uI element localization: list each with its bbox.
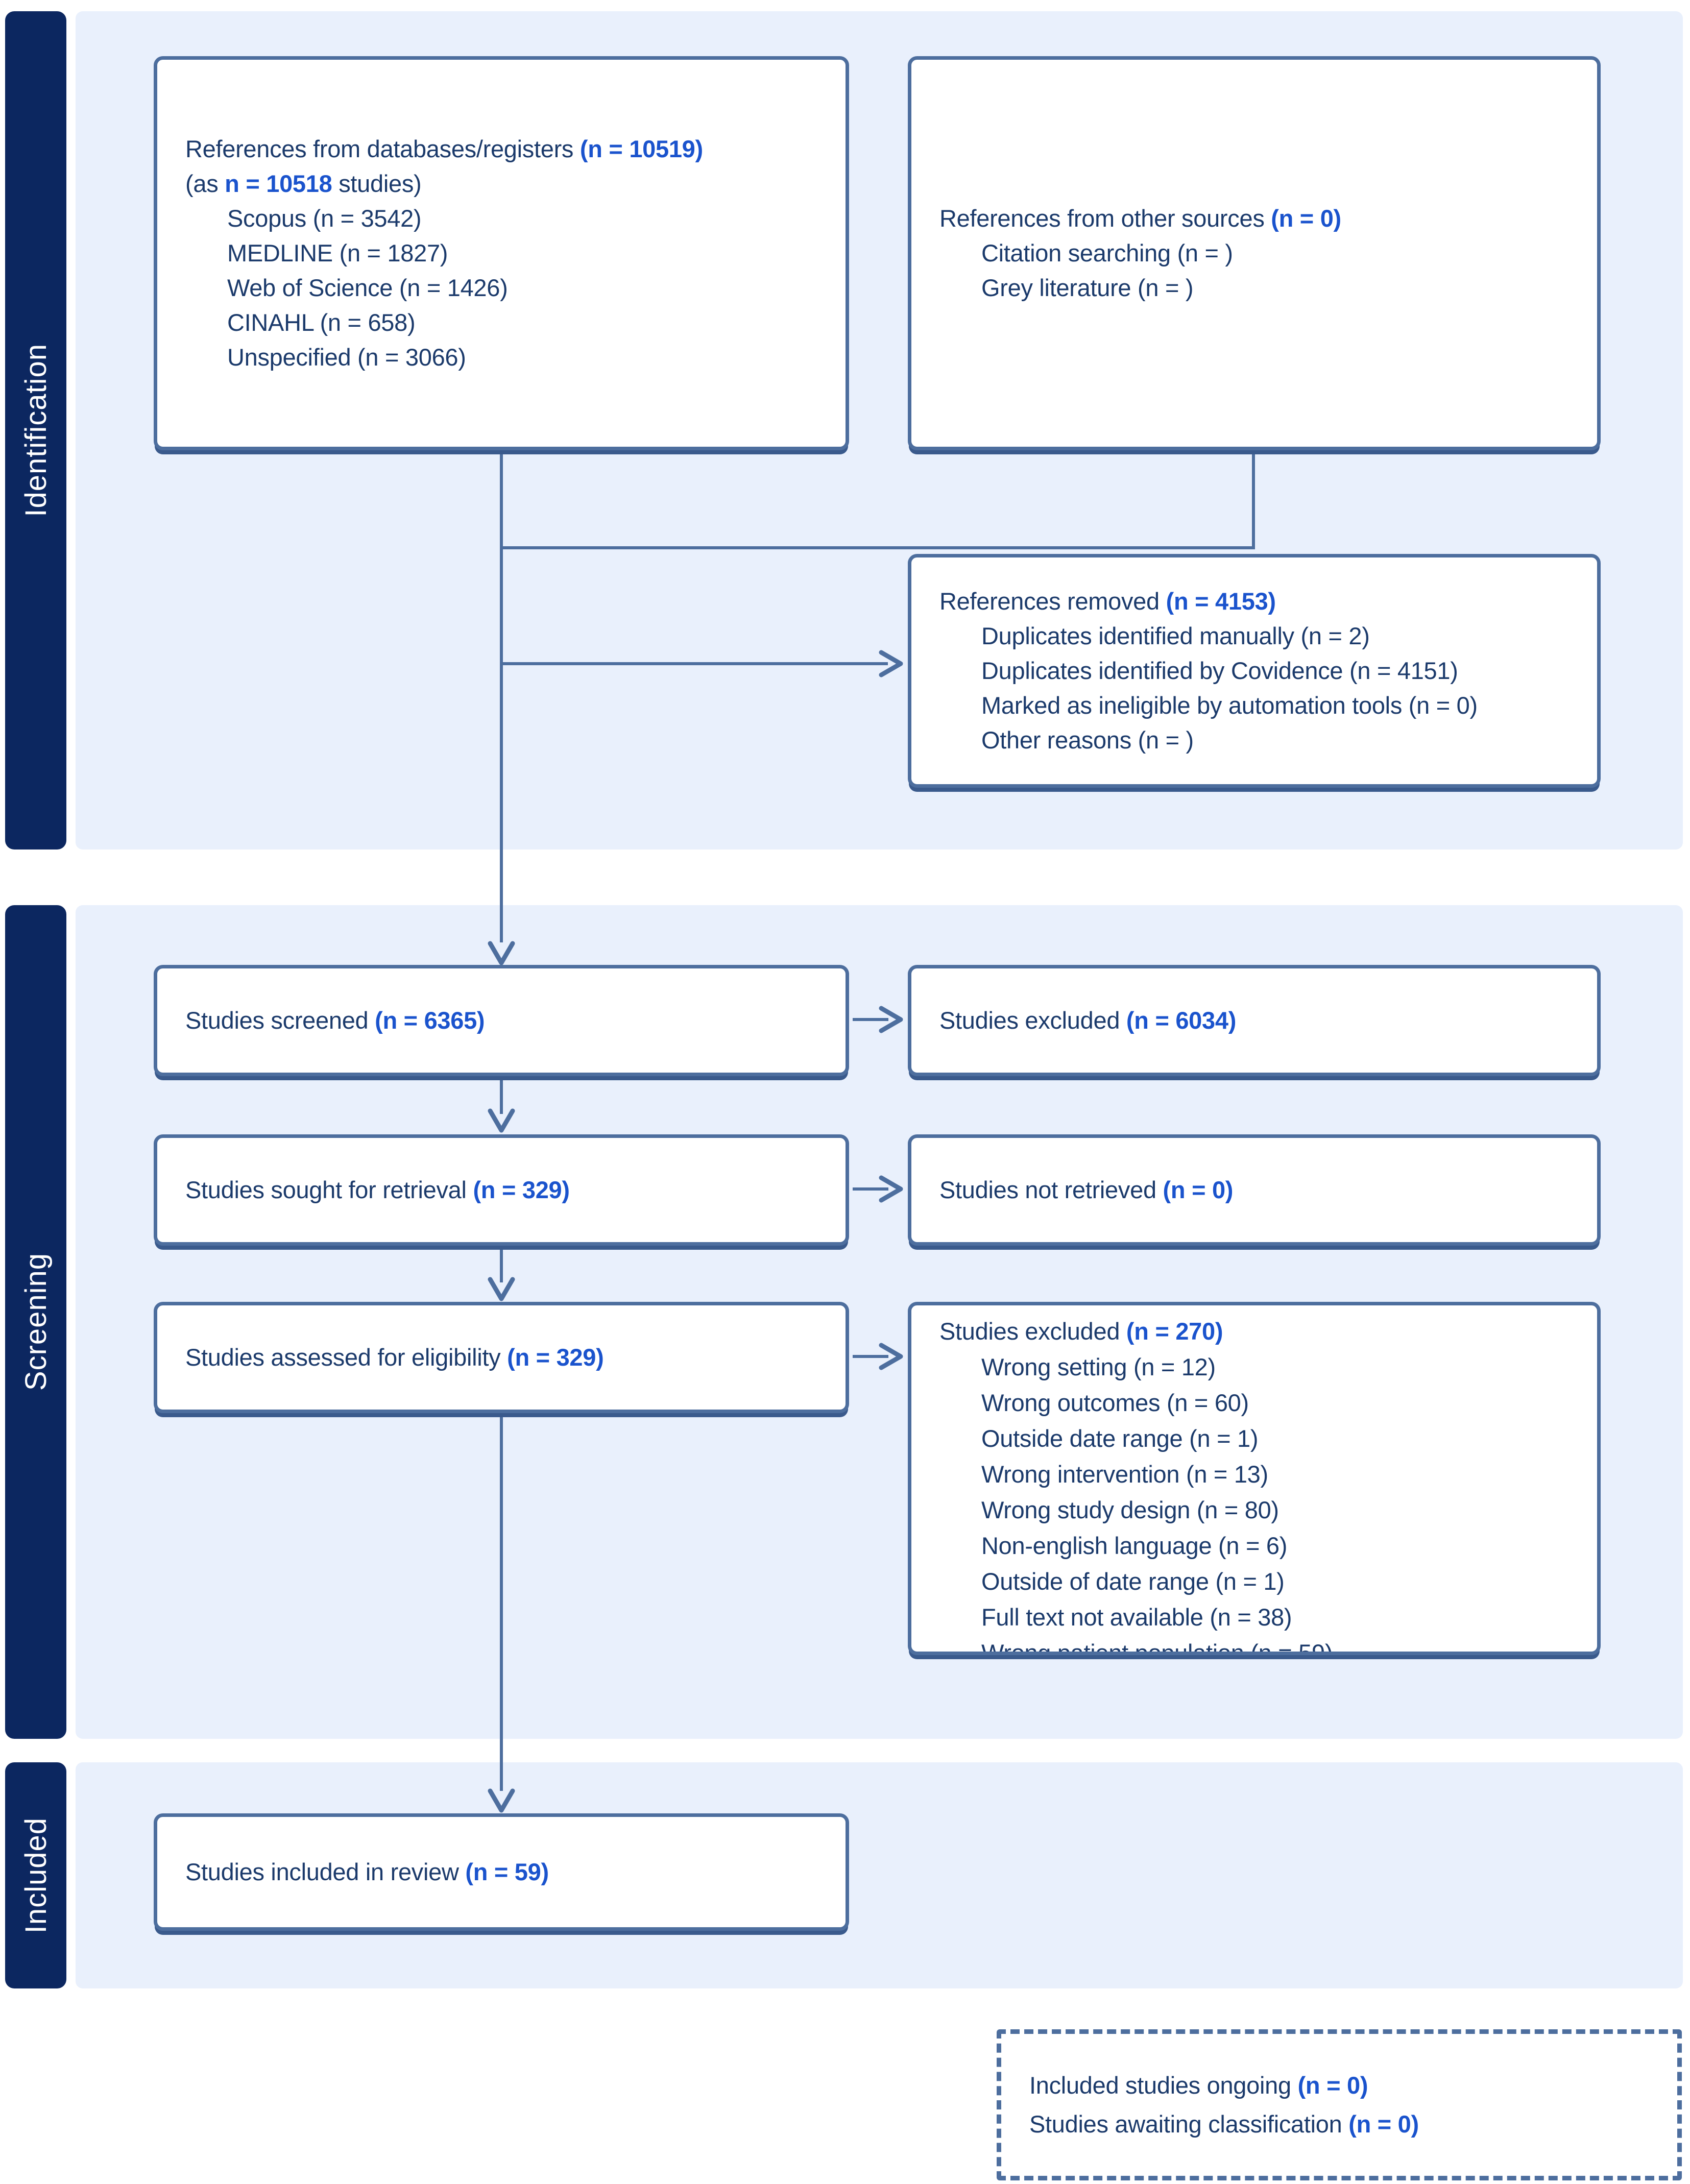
text-line: Studies sought for retrieval (n = 329) <box>185 1176 570 1203</box>
text-line: Grey literature (n = ) <box>981 274 1194 301</box>
text-line: Studies screened (n = 6365) <box>185 1007 485 1034</box>
connector-line <box>500 546 1255 549</box>
box-references-from-databases: References from databases/registers (n =… <box>154 56 849 450</box>
box-ongoing-awaiting-classification: Included studies ongoing (n = 0) Studies … <box>997 2029 1682 2180</box>
box-studies-screened: Studies screened (n = 6365) <box>154 965 849 1076</box>
text-line: Duplicates identified by Covidence (n = … <box>981 657 1458 684</box>
stage-label-included: Included <box>19 1817 53 1934</box>
text-line: Wrong intervention (n = 13) <box>981 1461 1268 1488</box>
connector-line <box>853 1355 888 1358</box>
arrow-down-icon <box>488 1788 515 1813</box>
connector-line <box>853 1187 888 1191</box>
connector-line <box>500 1415 503 1791</box>
sidebar-stage-screening: Screening <box>5 905 66 1739</box>
connector-line <box>500 662 888 665</box>
arrow-down-icon <box>488 1108 515 1133</box>
arrow-right-icon <box>879 1175 903 1203</box>
arrow-right-icon <box>879 1006 903 1033</box>
box-studies-included-in-review: Studies included in review (n = 59) <box>154 1813 849 1931</box>
text-line: Non-english language (n = 6) <box>981 1532 1288 1559</box>
text-line: References from databases/registers (n =… <box>185 135 703 162</box>
text-line: Studies excluded (n = 270) <box>939 1318 1223 1345</box>
text-line: Studies assessed for eligibility (n = 32… <box>185 1344 604 1371</box>
text-line: Web of Science (n = 1426) <box>227 274 508 301</box>
text-line: Studies awaiting classification (n = 0) <box>1029 2110 1419 2138</box>
text-line: Other reasons (n = ) <box>981 726 1194 754</box>
connector-line <box>500 452 503 942</box>
box-studies-not-retrieved: Studies not retrieved (n = 0) <box>908 1134 1601 1246</box>
arrow-down-icon <box>488 1277 515 1301</box>
connector-line <box>500 1248 503 1282</box>
text-line: Wrong setting (n = 12) <box>981 1353 1216 1380</box>
text-line: Wrong study design (n = 80) <box>981 1496 1279 1523</box>
arrow-right-icon <box>879 1343 903 1370</box>
text-line: Studies excluded (n = 6034) <box>939 1007 1237 1034</box>
box-studies-excluded-eligibility: Studies excluded (n = 270) Wrong setting … <box>908 1302 1601 1655</box>
arrow-down-icon <box>488 941 515 965</box>
sidebar-stage-identification: Identification <box>5 11 66 850</box>
box-references-removed: References removed (n = 4153) Duplicates … <box>908 554 1601 788</box>
text-line: Full text not available (n = 38) <box>981 1604 1292 1631</box>
text-line: CINAHL (n = 658) <box>227 309 416 336</box>
text-line: Unspecified (n = 3066) <box>227 344 466 371</box>
text-line: (as n = 10518 studies) <box>185 170 422 197</box>
sidebar-stage-included: Included <box>5 1762 66 1988</box>
connector-line <box>1252 452 1255 549</box>
text-line: References from other sources (n = 0) <box>939 205 1341 232</box>
stage-label-identification: Identification <box>19 344 53 517</box>
text-line: Marked as ineligible by automation tools… <box>981 692 1478 719</box>
text-line: Outside of date range (n = 1) <box>981 1568 1285 1595</box>
text-line: Studies not retrieved (n = 0) <box>939 1176 1234 1203</box>
text-line: Included studies ongoing (n = 0) <box>1029 2072 1368 2099</box>
arrow-right-icon <box>879 650 903 677</box>
text-line: Duplicates identified manually (n = 2) <box>981 622 1370 649</box>
text-line: Citation searching (n = ) <box>981 239 1233 266</box>
text-line: Studies included in review (n = 59) <box>185 1858 549 1885</box>
box-studies-assessed-for-eligibility: Studies assessed for eligibility (n = 32… <box>154 1302 849 1413</box>
text-line: References removed (n = 4153) <box>939 588 1276 615</box>
box-studies-sought-for-retrieval: Studies sought for retrieval (n = 329) <box>154 1134 849 1246</box>
text-line: Wrong outcomes (n = 60) <box>981 1389 1249 1416</box>
text-line: MEDLINE (n = 1827) <box>227 239 448 266</box>
connector-line <box>853 1018 888 1021</box>
box-references-from-other-sources: References from other sources (n = 0) Cit… <box>908 56 1601 450</box>
text-line: Outside date range (n = 1) <box>981 1425 1259 1452</box>
box-studies-excluded-screening: Studies excluded (n = 6034) <box>908 965 1601 1076</box>
connector-line <box>500 1078 503 1114</box>
text-line: Scopus (n = 3542) <box>227 205 422 232</box>
text-line-clipped: Wrong patient population (n = 59) <box>981 1639 1333 1655</box>
stage-label-screening: Screening <box>19 1253 53 1391</box>
